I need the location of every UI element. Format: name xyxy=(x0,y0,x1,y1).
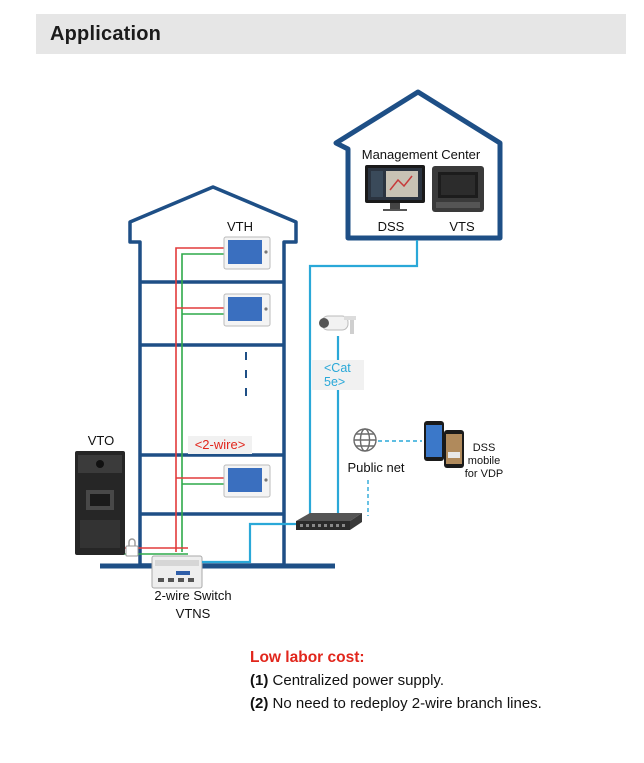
notes-item-number: (2) xyxy=(250,695,269,712)
benefits-notes: Low labor cost: (1) Centralized power su… xyxy=(250,646,542,715)
vth-device-icon xyxy=(223,236,271,270)
notes-item: (2) No need to redeploy 2-wire branch li… xyxy=(250,692,542,715)
vto-label: VTO xyxy=(88,433,115,448)
notes-item: (1) Centralized power supply. xyxy=(250,669,542,692)
mobile-phone-icon xyxy=(424,421,444,461)
section-title: Application xyxy=(50,23,162,45)
dss-monitor-icon xyxy=(365,165,425,211)
cat5e-label-box xyxy=(312,360,364,390)
switch-label-line2: VTNS xyxy=(176,606,211,621)
management-center-label: Management Center xyxy=(362,147,481,162)
vts-console-icon xyxy=(432,166,484,212)
dss-mobile-label-line2: mobile xyxy=(468,455,500,467)
dss-mobile-label-line1: DSS xyxy=(473,442,496,454)
public-net-label: Public net xyxy=(347,460,404,475)
camera-icon xyxy=(319,315,356,334)
vts-label: VTS xyxy=(449,219,475,234)
two-wire-label-box xyxy=(188,436,252,454)
cat5e-label-line1: <Cat xyxy=(324,361,351,375)
dss-label: DSS xyxy=(378,219,405,234)
residential-building xyxy=(128,185,298,567)
two-wire-lines xyxy=(112,247,228,555)
dss-mobile-label-line3: for VDP xyxy=(465,468,504,480)
notes-title: Low labor cost: xyxy=(250,649,365,666)
mobile-phone-icon xyxy=(444,430,464,468)
management-center-house xyxy=(333,89,503,241)
two-wire-label: <2-wire> xyxy=(195,437,246,452)
notes-item-text: Centralized power supply. xyxy=(272,672,444,689)
lock-icon xyxy=(125,538,139,557)
vto-panel-icon xyxy=(75,451,125,555)
two-wire-switch-icon xyxy=(151,555,203,589)
vth-device-icon xyxy=(223,464,271,498)
vth-label: VTH xyxy=(227,219,253,234)
vth-device-icon xyxy=(223,293,271,327)
notes-item-number: (1) xyxy=(250,672,269,689)
globe-icon xyxy=(353,428,377,452)
notes-item-text: No need to redeploy 2-wire branch lines. xyxy=(272,695,542,712)
section-header: Application xyxy=(36,14,626,54)
dashed-connections xyxy=(367,440,422,516)
switch-label-line1: 2-wire Switch xyxy=(154,588,231,603)
network-switch-icon xyxy=(296,513,362,530)
cat5e-label-line2: 5e> xyxy=(324,375,345,389)
